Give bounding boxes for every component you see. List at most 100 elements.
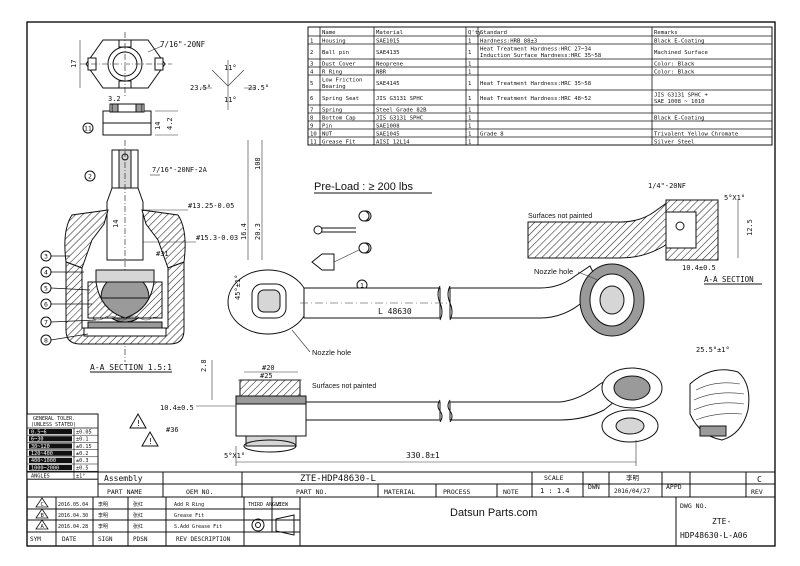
rev-description: S.Add Grease Fit — [174, 524, 222, 530]
parts-table-header-cell: Name — [322, 30, 336, 36]
parts-table-cell: Spring Seat — [322, 96, 359, 102]
rev-header: DATE — [62, 536, 77, 543]
tb-hdr-part-name: PART NAME — [107, 488, 142, 496]
dim-nut-width: 3.2 — [108, 95, 121, 103]
rev-sign: 李明 — [98, 501, 108, 508]
parts-table-cell: Hardness:HRB 88±3 — [480, 39, 537, 45]
tb-dwn-label: DWN — [588, 483, 600, 491]
parts-table-cell: Machined Surface — [654, 50, 709, 56]
parts-table-cell: 9 — [310, 124, 313, 130]
parts-table-cell: 6 — [310, 96, 313, 102]
rev-pdsn: 张红 — [133, 512, 143, 519]
parts-table-cell: Color: Black — [654, 70, 695, 76]
parts-table-cell: 1 — [468, 108, 471, 114]
balloon-number: 5 — [44, 285, 48, 293]
parts-table-cell: 1 — [468, 50, 471, 56]
tol-value: ±0.1 — [76, 437, 89, 443]
parts-table-cell: SAE1008 — [376, 124, 400, 130]
dia31-label: #31 — [156, 250, 169, 258]
tol-range: 1000~2000 — [31, 465, 59, 471]
parts-table-cell: 1 — [468, 116, 471, 122]
balloon-number: 8 — [44, 337, 48, 345]
parts-table-cell: SAE4145 — [376, 81, 400, 87]
d153-label: #15.3-0.03 — [196, 234, 238, 242]
rev-header: PDSN — [133, 536, 148, 543]
tb-hdr-part-no: PART NO. — [296, 488, 327, 496]
tb-dwg-label: DWG NO. — [680, 502, 707, 510]
preload-label: Pre-Load : ≥ 200 lbs — [314, 181, 413, 193]
dim-side-28: 2.8 — [200, 359, 208, 372]
chamfer-label: 5°X1° — [724, 194, 745, 202]
tie-rod-side-view: 25.5°±1° 330.8±1 #20 #25 10.4±0.5 #36 5°… — [129, 346, 750, 466]
parts-table-cell: AISI 12L14 — [376, 140, 410, 146]
parts-table-cell: Color: Black — [654, 62, 695, 68]
surfaces-not-painted-top: Surfaces not painted — [528, 213, 592, 220]
parts-table-cell: Black E-Coating — [654, 39, 705, 45]
tol-subtitle: (UNLESS STATED) — [31, 422, 76, 428]
dim-164: 16.4 — [240, 223, 248, 240]
parts-table-cell: 2 — [310, 50, 313, 56]
tb-appd-label: APPD — [666, 483, 682, 491]
parts-table-cell: Pin — [322, 124, 332, 130]
parts-table-cell: 7 — [310, 108, 313, 114]
parts-table-cell: Spring — [322, 108, 342, 114]
parts-table-cell: NUT — [322, 132, 333, 138]
rev-sym: C — [41, 502, 44, 508]
castle-nut-top-view: 7/16"-20NF 17 — [70, 32, 206, 96]
length-label: L 48630 — [378, 307, 412, 316]
dim-aa-bottom: 10.4±0.5 — [682, 264, 716, 272]
parts-table-cell: Low Friction — [322, 78, 362, 84]
rev-date: 2016.05.04 — [58, 502, 88, 508]
tb-dwg-value-1: ZTE- — [712, 517, 731, 526]
tb-company: Datsun Parts.com — [450, 507, 537, 519]
parts-table-cell: Grade 8 — [480, 132, 504, 138]
balloon-number: 7 — [44, 319, 48, 327]
rev-sign: 李明 — [98, 512, 108, 519]
cotter-angle-callout: 11° 11° 23.5° 23.5° — [190, 60, 269, 110]
parts-table-cell: 1 — [468, 81, 471, 87]
dim-chamfer: 5°X1° — [224, 452, 245, 460]
nozzle-hole-top: Nozzle hole — [534, 267, 573, 276]
parts-table-cell: Black E-Coating — [654, 116, 705, 122]
section-main-caption: A-A SECTION 1.5:1 — [90, 363, 172, 372]
tol-range: 400~1000 — [31, 458, 56, 464]
tol-value: ±0.5 — [76, 465, 89, 471]
tol-value: ±0.3 — [76, 458, 89, 464]
angle-45: 45°±1° — [234, 275, 242, 300]
parts-table-header-cell: Q'ty — [468, 30, 482, 36]
parts-table-cell: 3 — [310, 62, 313, 68]
tb-view-label: VIEW — [276, 502, 289, 508]
rev-pdsn: 张红 — [133, 501, 143, 508]
nozzle-hole-eye: Nozzle hole — [312, 348, 351, 357]
parts-table-cell: NBR — [376, 70, 387, 76]
parts-table-cell: Heat Treatment Hardness:HRC 27~34 — [480, 47, 592, 53]
balloon-11 — [82, 122, 94, 134]
parts-table-cell: Silver Steel — [654, 140, 694, 146]
section-aa-caption: A-A SECTION — [704, 275, 754, 284]
dim-nut-height-b: 4.2 — [166, 117, 174, 130]
castle-nut-side-view: 3.2 14 4.2 — [102, 95, 178, 136]
tol-title: GENERAL TOLER. — [33, 416, 75, 422]
parts-table-cell: Dust Cover — [322, 62, 356, 68]
parts-table-cell: 1 — [468, 39, 471, 45]
parts-table-cell: Heat Treatment Hardness:HRC 48~52 — [480, 96, 591, 102]
title-block: Assembly ZTE-HDP48630-L SCALE 1 : 1.4 DW… — [27, 471, 775, 546]
angle-25: 25.5°±1° — [696, 346, 730, 354]
tb-dwn-name: 李明 — [626, 473, 640, 482]
rev-sym: B — [41, 513, 45, 519]
rev-pdsn: 张红 — [133, 523, 143, 530]
rev-sym: A — [41, 524, 45, 530]
balloon-number: 1 — [360, 282, 364, 290]
rev-date: 2016.04.28 — [58, 524, 88, 530]
rev-header: SYM — [30, 536, 41, 543]
dim-25: #25 — [260, 372, 273, 380]
dim-aa-height: 12.5 — [746, 219, 754, 236]
rev-description: Add R Ring — [174, 502, 204, 508]
tb-scale-label: SCALE — [544, 474, 564, 482]
parts-table-cell: SAE1045 — [376, 132, 400, 138]
general-tolerance-table: GENERAL TOLER.(UNLESS STATED)0.5~6±0.056… — [26, 413, 99, 480]
balloon-number: 11 — [84, 125, 92, 133]
parts-table-header-cell: Material — [376, 30, 403, 36]
parts-table-cell: 1 — [468, 96, 471, 102]
